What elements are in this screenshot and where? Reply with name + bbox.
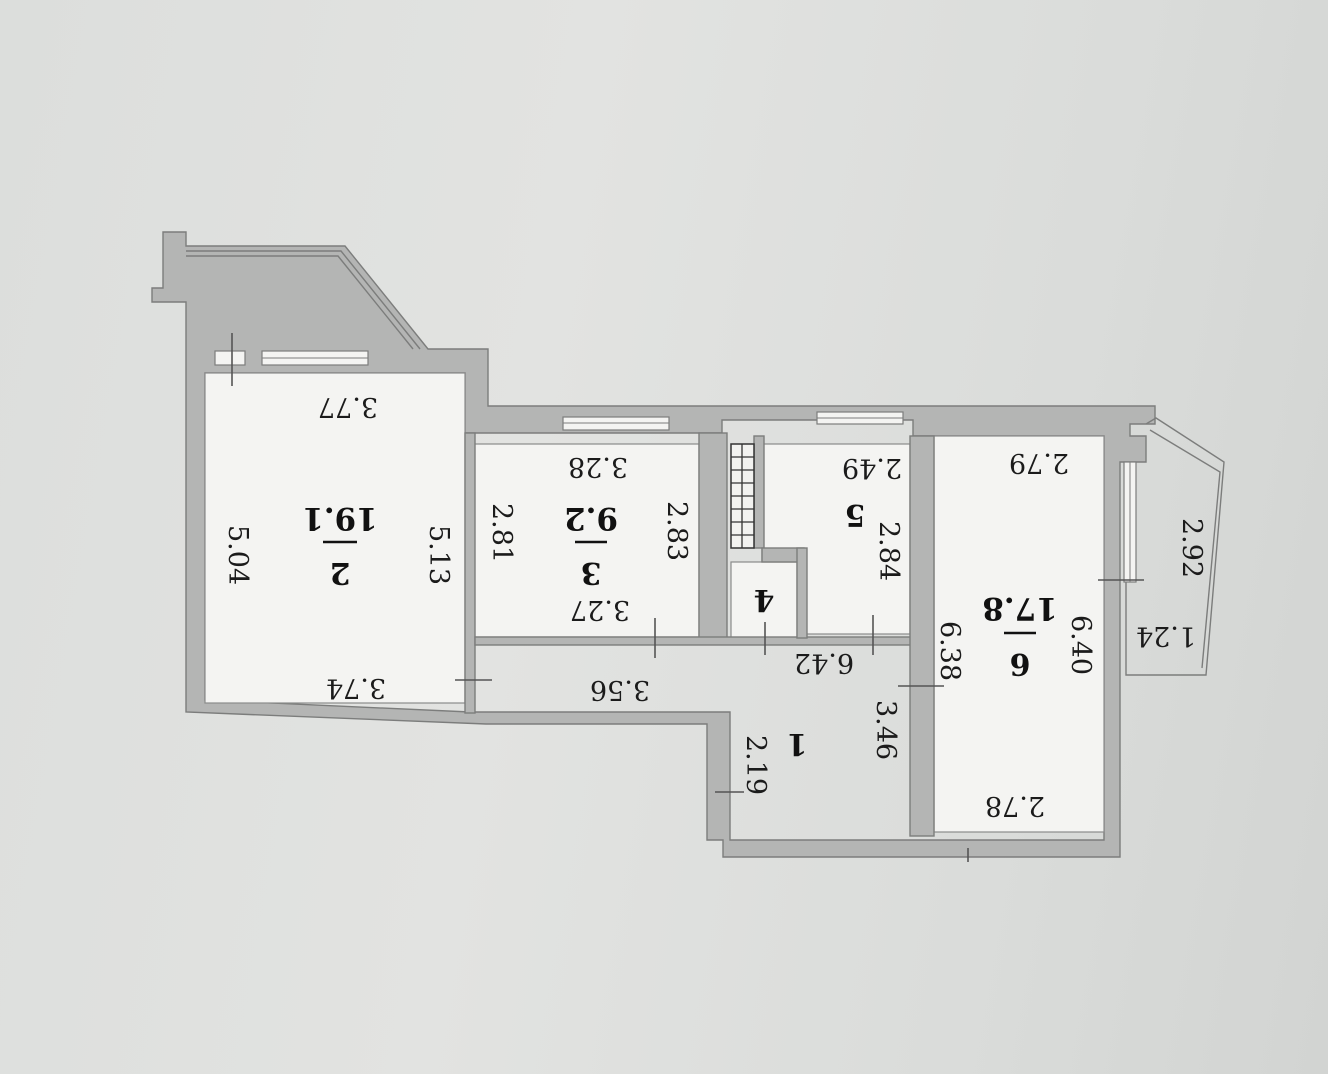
room-number-5: 5 — [845, 497, 866, 532]
room-number-1: 1 — [787, 726, 808, 761]
dim-2-79: 2.79 — [1009, 447, 1069, 478]
dim-3-28: 3.28 — [568, 451, 628, 482]
partition-2-3 — [464, 432, 476, 714]
dim-2-84: 2.84 — [873, 521, 904, 581]
partition-corridor — [474, 636, 924, 646]
dim-3-27: 3.27 — [570, 594, 630, 625]
dim-2-19: 2.19 — [740, 735, 771, 795]
dim-2-49: 2.49 — [842, 452, 902, 483]
balcony-door — [214, 350, 246, 366]
ventilation-shaft-grid — [731, 444, 754, 548]
loggia-outline-inner — [1149, 429, 1221, 669]
dim-2-81: 2.81 — [486, 503, 517, 563]
dim-2-78: 2.78 — [985, 790, 1045, 821]
room-area-6: 17.8 — [982, 590, 1058, 626]
room-area-2: 19.1 — [302, 500, 378, 536]
dim-3-74: 3.74 — [326, 672, 386, 703]
partition-shaft-5 — [753, 435, 765, 549]
dim-3-56: 3.56 — [590, 674, 650, 705]
partition-3-shaft — [698, 432, 728, 644]
room-number-4: 4 — [754, 582, 775, 617]
room-area-3: 9.2 — [564, 500, 618, 536]
dim-1-24: 1.24 — [1136, 620, 1196, 651]
loggia-outline — [1125, 417, 1225, 676]
dim-3-46: 3.46 — [870, 700, 901, 760]
door-ticks — [231, 333, 1144, 862]
dim-2-83: 2.83 — [661, 501, 692, 561]
dim-2-92: 2.92 — [1176, 518, 1207, 578]
balcony-railing — [186, 250, 421, 350]
dim-5-04: 5.04 — [222, 525, 253, 585]
partition-5-6 — [909, 435, 935, 837]
room-number-3: 3 — [581, 555, 602, 590]
dim-3-77: 3.77 — [318, 391, 378, 422]
dim-6-40: 6.40 — [1065, 615, 1096, 675]
dim-6-38: 6.38 — [934, 621, 965, 681]
room-number-6: 6 — [1010, 646, 1031, 681]
partition-4-right — [796, 547, 808, 639]
room-2 — [204, 372, 466, 704]
dim-5-13: 5.13 — [423, 525, 454, 585]
room-number-2: 2 — [330, 555, 351, 590]
balcony-railing-inner — [186, 255, 414, 350]
dim-6-42: 6.42 — [794, 647, 854, 678]
